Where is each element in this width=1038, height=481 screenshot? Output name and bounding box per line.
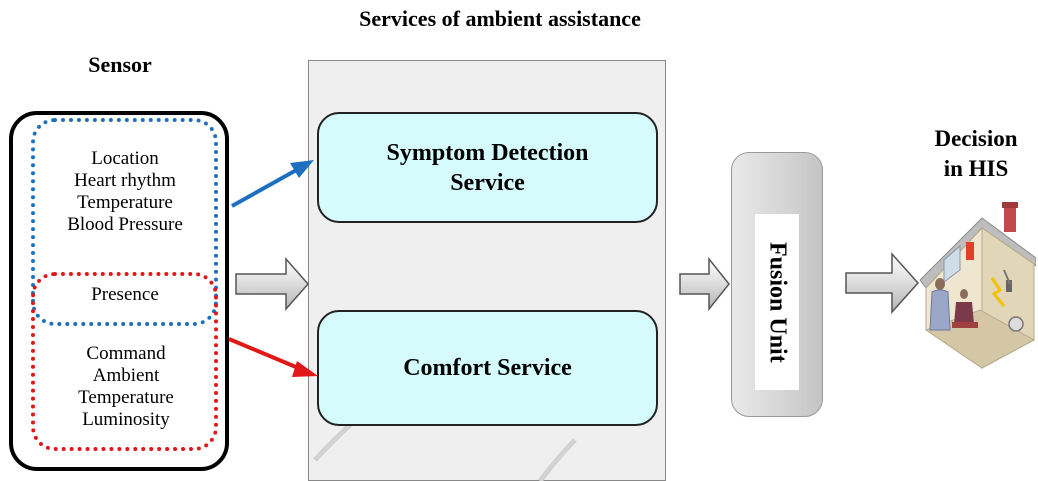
vital-signs-list: Location Heart rhythm Temperature Blood … [40, 148, 210, 236]
vital-signs-arrow-head [290, 160, 314, 178]
sensor-item-presence: Presence [91, 284, 159, 305]
comfort-service: Comfort Service [317, 310, 658, 426]
house-icon [919, 202, 1036, 369]
fusion-to-decision-arrow [845, 252, 920, 314]
services-to-fusion-arrow [679, 256, 730, 312]
symptom-service-line1: Symptom Detection [386, 139, 589, 166]
comfort-inputs-group [31, 272, 218, 451]
fusion-unit-label-box: Fusion Unit [755, 214, 799, 390]
sensor-title: Sensor [88, 52, 152, 77]
comfort-inputs-list: Command Ambient Temperature Luminosity [38, 343, 214, 431]
comfort-arrow-head [292, 361, 318, 377]
vital-signs-group [31, 118, 218, 326]
decision-title-line1: Decision [934, 126, 1018, 151]
sensor-item-location: Location [91, 148, 159, 169]
decision-title: Decision in HIS [915, 124, 1037, 184]
vital-signs-arrow-shaft [231, 166, 301, 208]
fusion-unit-label: Fusion Unit [764, 241, 791, 363]
symptom-service-line2: Service [450, 169, 525, 196]
sensor-item-ambient-temperature: Temperature [78, 387, 174, 408]
sensor-item-ambient: Ambient [92, 365, 160, 386]
sensor-item-luminosity: Luminosity [82, 409, 170, 430]
services-title: Services of ambient assistance [359, 6, 641, 31]
sensor-item-blood-pressure: Blood Pressure [67, 214, 183, 235]
comfort-arrow-shaft [228, 337, 304, 372]
sensor-to-services-arrow [235, 257, 309, 311]
sensor-item-temperature: Temperature [77, 192, 173, 213]
sensor-item-heart-rhythm: Heart rhythm [74, 170, 176, 191]
decision-title-line2: in HIS [943, 156, 1009, 181]
sensor-item-command: Command [86, 343, 166, 364]
symptom-detection-service: Symptom Detection Service [317, 112, 658, 223]
